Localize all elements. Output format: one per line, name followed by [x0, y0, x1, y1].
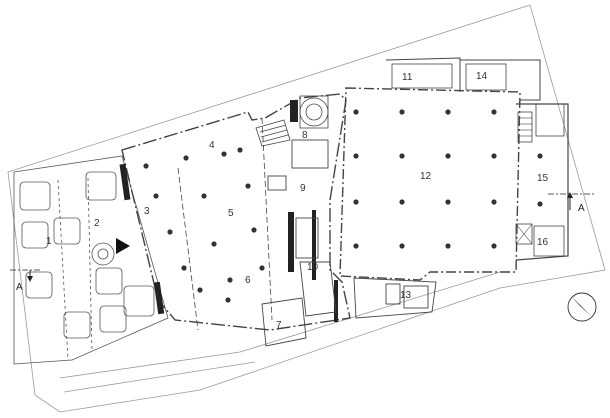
column	[259, 265, 265, 271]
entrance-arrow-icon	[116, 238, 130, 254]
column	[537, 153, 543, 159]
room-labels: 1 2 3 4 5 6 7 8 9 10 11 12 13 14 15 16	[46, 71, 549, 331]
room-label-7: 7	[276, 320, 282, 331]
site-boundary	[7, 4, 606, 413]
great-hall	[339, 57, 541, 281]
section-arrow-icon	[27, 276, 33, 282]
room-label-4: 4	[209, 140, 215, 151]
column	[353, 199, 359, 205]
room-label-1: 1	[46, 236, 52, 247]
rotunda	[255, 95, 329, 147]
column	[491, 243, 497, 249]
room-label-15: 15	[537, 173, 549, 184]
column	[491, 199, 497, 205]
column	[399, 109, 405, 115]
column	[399, 153, 405, 159]
column	[399, 243, 405, 249]
column	[153, 193, 159, 199]
west-wing	[121, 93, 351, 331]
south-rooms	[353, 277, 437, 319]
section-label-left: A	[16, 282, 23, 293]
north-arrow-icon	[567, 292, 597, 322]
column	[491, 109, 497, 115]
column-grid	[143, 109, 543, 303]
column	[143, 163, 149, 169]
column	[445, 109, 451, 115]
column	[237, 147, 243, 153]
room-label-12: 12	[420, 171, 432, 182]
room-label-10: 10	[307, 262, 319, 273]
room-label-6: 6	[245, 275, 251, 286]
column	[221, 151, 227, 157]
column	[201, 193, 207, 199]
room-label-3: 3	[144, 206, 150, 217]
section-marker-left: A	[10, 269, 42, 293]
room-label-2: 2	[94, 218, 100, 229]
room-label-5: 5	[228, 208, 234, 219]
column	[491, 153, 497, 159]
column	[211, 241, 217, 247]
east-wing	[515, 103, 569, 261]
column	[445, 199, 451, 205]
column	[353, 153, 359, 159]
column	[445, 153, 451, 159]
room-label-13: 13	[400, 290, 412, 301]
section-marker-right: A	[548, 192, 596, 214]
column	[353, 109, 359, 115]
room-label-8: 8	[302, 130, 308, 141]
column	[225, 297, 231, 303]
column	[353, 243, 359, 249]
column	[197, 287, 203, 293]
column	[167, 229, 173, 235]
column	[227, 277, 233, 283]
column	[245, 183, 251, 189]
service-core	[261, 139, 337, 347]
column	[181, 265, 187, 271]
room-label-9: 9	[300, 183, 306, 194]
column	[445, 243, 451, 249]
column	[537, 201, 543, 207]
room-label-16: 16	[537, 237, 549, 248]
section-arrow-icon	[567, 192, 573, 198]
room-label-11: 11	[402, 72, 413, 83]
column	[399, 199, 405, 205]
room-label-14: 14	[476, 71, 488, 82]
courtyard	[13, 155, 169, 365]
section-label-right: A	[578, 203, 585, 214]
column	[183, 155, 189, 161]
column	[251, 227, 257, 233]
wall-poche	[119, 100, 338, 322]
